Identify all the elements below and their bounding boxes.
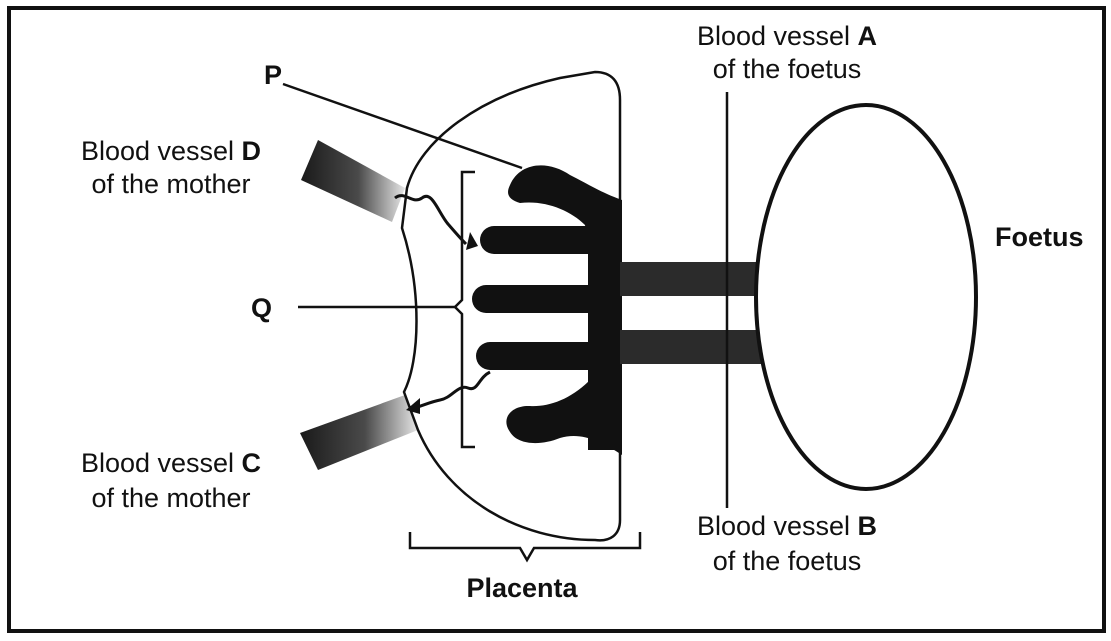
- label-vessel-b: Blood vessel B: [697, 511, 877, 541]
- label-vessel-b-sub: of the foetus: [713, 546, 862, 576]
- foetus-outline: [756, 105, 976, 489]
- blood-vessel-b: [620, 330, 770, 364]
- label-vessel-a-sub: of the foetus: [713, 54, 862, 84]
- label-vessel-d-sub: of the mother: [91, 169, 250, 199]
- label-vessel-c: Blood vessel C: [81, 448, 261, 478]
- label-vessel-a: Blood vessel A: [697, 21, 877, 51]
- label-p: P: [264, 60, 282, 90]
- blood-vessel-d: [301, 140, 405, 222]
- blood-vessel-a: [620, 262, 770, 296]
- label-q: Q: [251, 293, 272, 323]
- label-foetus: Foetus: [995, 222, 1084, 252]
- label-vessel-d: Blood vessel D: [81, 136, 261, 166]
- label-vessel-c-sub: of the mother: [91, 483, 250, 513]
- label-placenta: Placenta: [466, 573, 578, 603]
- blood-vessel-c: [300, 395, 418, 470]
